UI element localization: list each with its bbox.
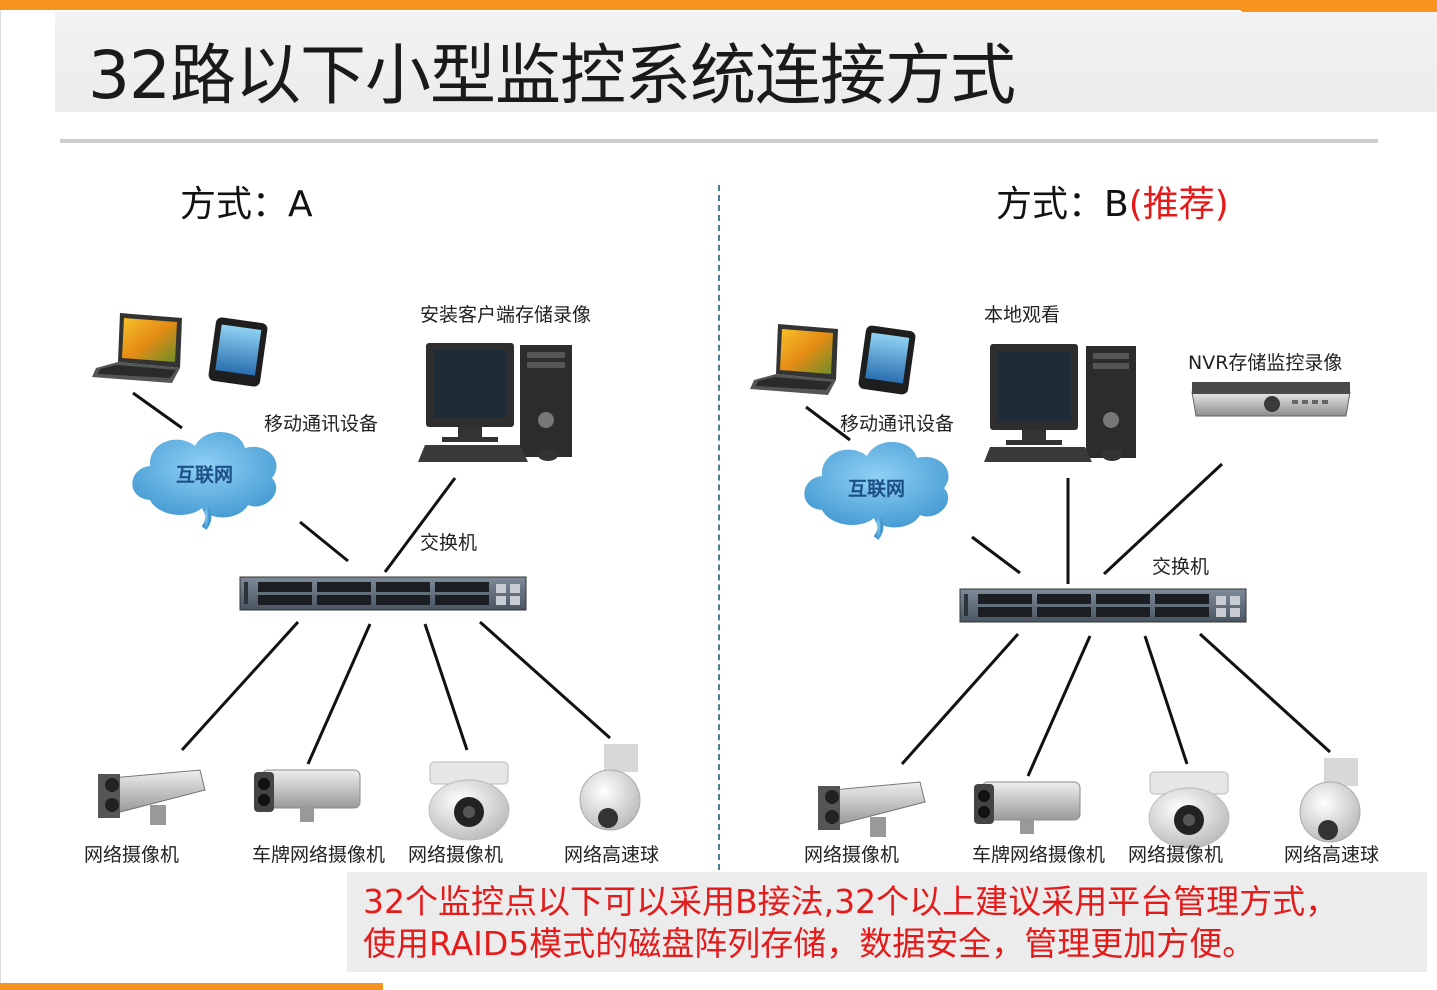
- laptop-a: [92, 313, 182, 383]
- dome-camera-b: [1148, 771, 1230, 849]
- link-b-nvr-switch: [1102, 462, 1224, 576]
- link-a-switch-cam3: [423, 623, 469, 751]
- plate-camera-a: [254, 769, 361, 822]
- link-b-switch-cam3: [1143, 635, 1189, 765]
- phone-b: [858, 325, 916, 395]
- bullet-camera-a: [98, 769, 206, 825]
- link-a-pc-switch: [383, 477, 457, 573]
- bullet-camera-b: [818, 781, 926, 837]
- link-b-laptop-cloud: [805, 405, 851, 442]
- camera-label-b-3: 网络摄像机: [1128, 844, 1224, 866]
- camera-label-b-2: 车牌网络摄像机: [972, 844, 1106, 866]
- mobile-label-b: 移动通讯设备: [840, 413, 955, 435]
- title-divider: [60, 139, 1378, 143]
- nvr-recorder-b: [1191, 382, 1351, 417]
- left-edge-line: [0, 10, 1, 983]
- camera-label-b-1: 网络摄像机: [804, 844, 900, 866]
- switch-a: [239, 576, 527, 611]
- dome-camera-a: [428, 761, 510, 841]
- pc-label-b: 本地观看: [984, 304, 1061, 326]
- method-b-heading: 方式：B(推荐): [996, 183, 1229, 227]
- desktop-pc-a: [418, 343, 572, 462]
- speed-dome-a: [579, 744, 641, 831]
- note-line-2: 使用RAID5模式的磁盘阵列存储，数据安全，管理更加方便。: [363, 924, 1256, 963]
- camera-label-a-3: 网络摄像机: [408, 844, 504, 866]
- camera-label-a-1: 网络摄像机: [84, 844, 180, 866]
- section-divider: [718, 185, 720, 870]
- method-a-heading: 方式：A: [180, 184, 313, 225]
- link-a-laptop-cloud: [132, 391, 183, 430]
- note-line-1: 32个监控点以下可以采用B接法,32个以上建议采用平台管理方式，: [363, 882, 1339, 921]
- internet-label-b: 互联网: [848, 478, 906, 500]
- link-b-switch-cam4: [1198, 632, 1332, 754]
- nvr-label-b: NVR存储监控录像: [1188, 352, 1343, 374]
- link-a-switch-cam2: [306, 623, 372, 765]
- mobile-label-a: 移动通讯设备: [264, 413, 379, 435]
- method-a-links: [132, 391, 611, 765]
- cloud-b: [804, 441, 949, 540]
- switch-label-b: 交换机: [1152, 556, 1210, 578]
- bottom-accent-bar: [0, 983, 383, 990]
- camera-label-b-4: 网络高速球: [1284, 844, 1380, 866]
- link-b-switch-cam2: [1026, 635, 1092, 777]
- link-a-switch-cam1: [180, 620, 300, 752]
- switch-b: [959, 588, 1247, 623]
- link-b-switch-cam1: [900, 633, 1020, 765]
- phone-a: [208, 317, 268, 387]
- recommendation-note: 32个监控点以下可以采用B接法,32个以上建议采用平台管理方式， 使用RAID5…: [347, 872, 1427, 972]
- pc-label-a: 安装客户端存储录像: [420, 304, 592, 326]
- cloud-a: [132, 431, 277, 530]
- method-b-recommend: (推荐): [1128, 184, 1229, 225]
- method-b-label: 方式：B: [996, 184, 1129, 225]
- switch-label-a: 交换机: [420, 532, 478, 554]
- page-title: 32路以下小型监控系统连接方式: [88, 37, 1016, 114]
- camera-label-a-4: 网络高速球: [564, 844, 660, 866]
- method-b-links: [805, 405, 1332, 777]
- link-b-cloud-switch: [971, 535, 1021, 575]
- plate-camera-b: [974, 781, 1081, 834]
- speed-dome-b: [1299, 758, 1361, 843]
- top-accent-bar: [0, 0, 1437, 10]
- desktop-pc-b: [984, 344, 1136, 462]
- link-a-cloud-switch: [299, 520, 349, 563]
- laptop-b: [750, 324, 838, 395]
- title-band: [55, 12, 1437, 112]
- camera-label-a-2: 车牌网络摄像机: [252, 844, 386, 866]
- link-a-switch-cam4: [479, 620, 611, 740]
- internet-label-a: 互联网: [176, 464, 234, 486]
